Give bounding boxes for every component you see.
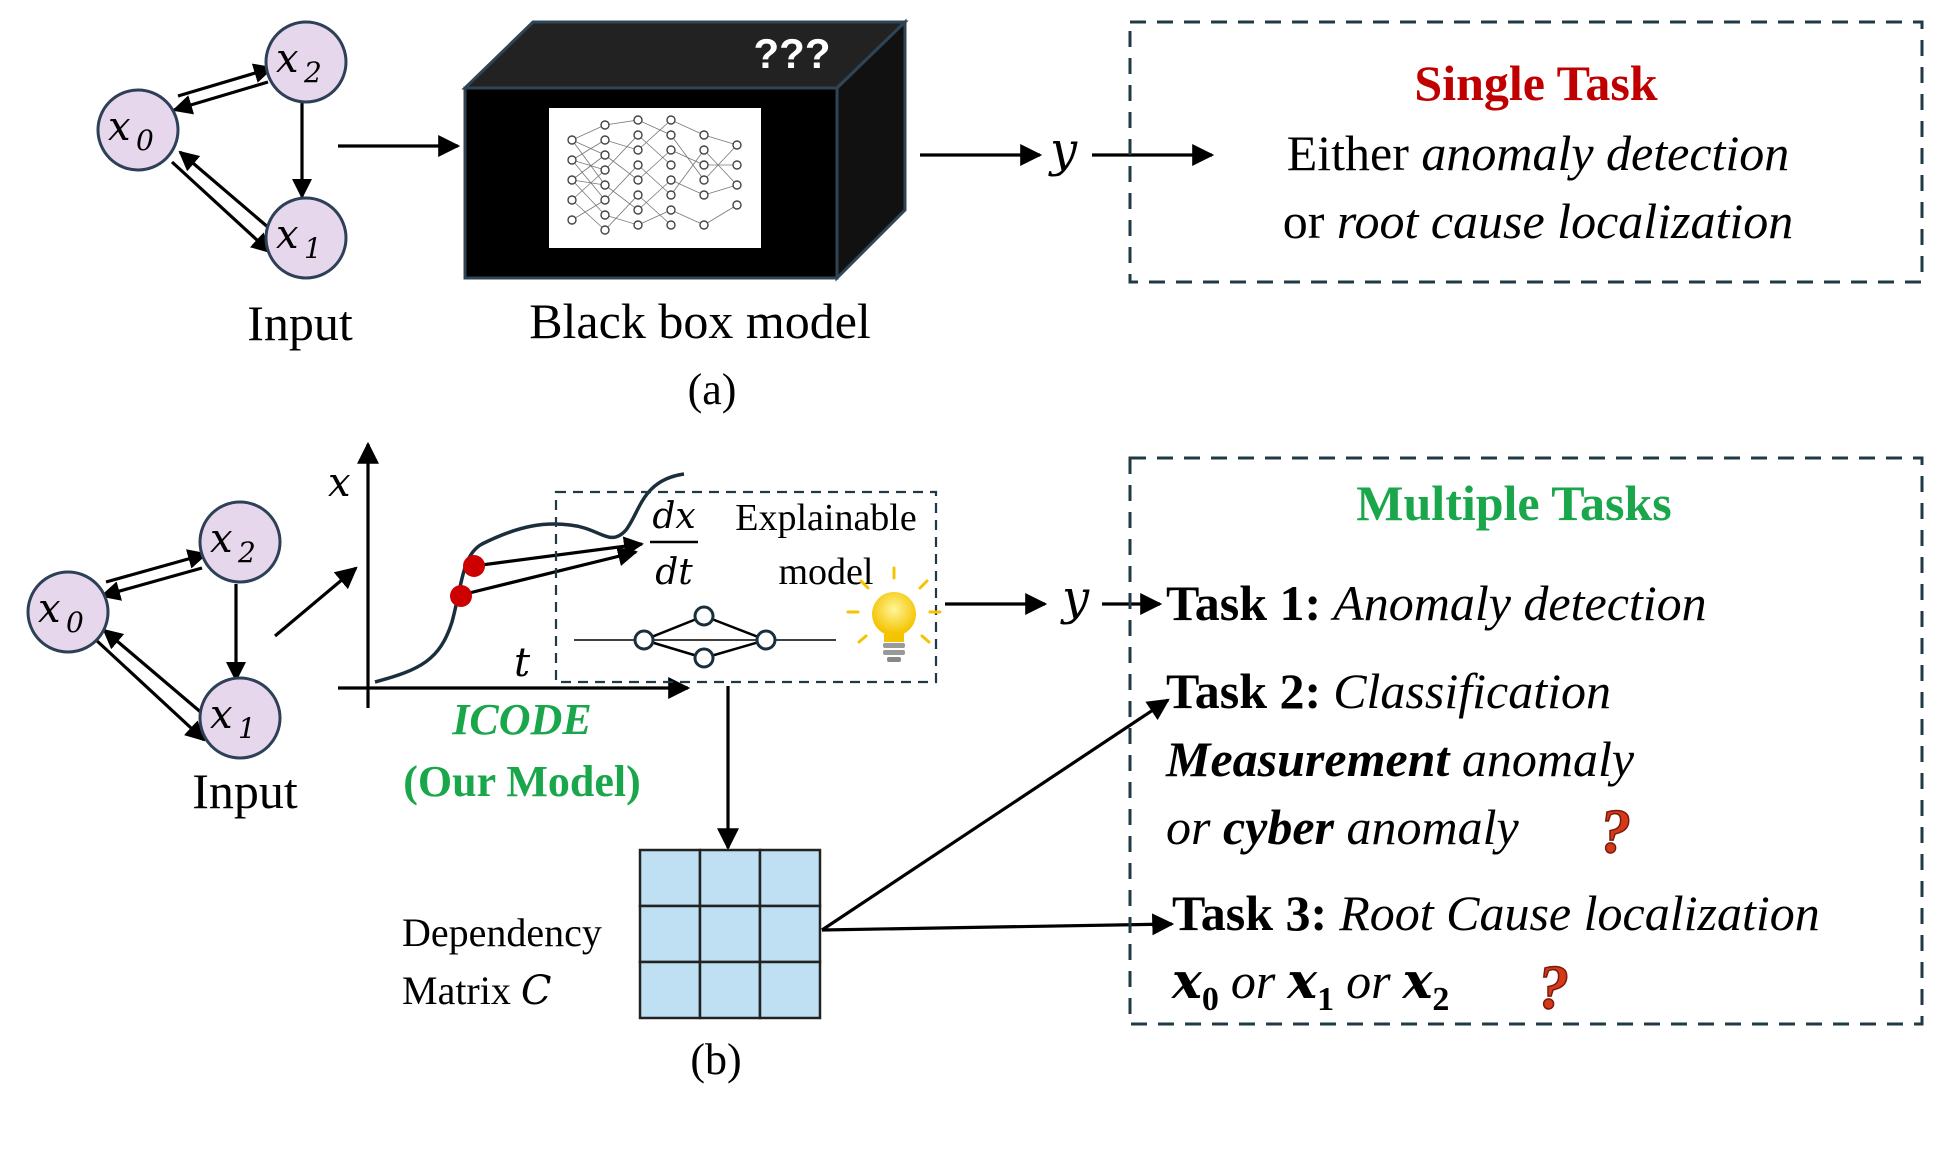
svg-text:x: x — [276, 36, 299, 82]
task2-line: Task 2:Classification — [1166, 663, 1611, 719]
trajectory-curve — [374, 472, 685, 684]
input-label-b: Input — [192, 763, 298, 819]
edge-x1-to-x0-b — [102, 628, 212, 722]
arrow-input-to-icode — [273, 566, 358, 638]
svg-text:0: 0 — [66, 606, 84, 639]
plot-y-label: x — [328, 460, 351, 506]
single-task-line1: Either anomaly detection — [1287, 125, 1790, 181]
edge-x0-to-x2-b — [105, 549, 208, 584]
svg-text:x: x — [210, 516, 233, 562]
task2-line3: or cyber anomaly — [1166, 799, 1520, 855]
single-task-line2: or root cause localization — [1283, 193, 1794, 249]
small-network-icon — [574, 605, 836, 669]
graph-node-x2-b: x 2 — [198, 500, 282, 584]
arrow-matrix-to-task3 — [821, 913, 1175, 936]
sample-point-2 — [450, 585, 472, 607]
svg-text:1: 1 — [304, 232, 322, 265]
arrow-matrix-to-task2 — [821, 698, 1170, 932]
output-y-a: y — [1048, 122, 1078, 178]
edge-x0-to-x2 — [177, 63, 274, 98]
input-graph-a-edges — [170, 63, 312, 254]
neural-network-icon — [549, 108, 761, 248]
derivative-arrow-2 — [460, 546, 638, 597]
input-label-a: Input — [247, 295, 353, 351]
explainable-label-line2: model — [779, 551, 874, 593]
graph-node-x0: x 0 — [96, 88, 180, 172]
plot-x-label: t — [514, 640, 531, 686]
graph-node-x2: x 2 — [264, 20, 348, 104]
multiple-tasks-title: Multiple Tasks — [1356, 475, 1671, 531]
part-b: x 0 x 2 x 1 Input x t — [26, 441, 1924, 1084]
matrix-label-line1: Dependency — [402, 910, 602, 955]
single-task-title: Single Task — [1414, 55, 1657, 111]
question-mark-icon: ? — [1600, 798, 1631, 866]
caption-a: (a) — [688, 365, 737, 414]
blackbox-label: Black box model — [529, 293, 871, 349]
graph-node-x1-b: x 1 — [198, 676, 282, 760]
explainable-model-box: dx dt Explainable model — [554, 490, 942, 684]
multiple-tasks-box: Multiple Tasks Task 1:Anomaly detection … — [1128, 456, 1924, 1026]
part-a: x 0 x 2 x 1 Input ??? — [96, 18, 1924, 414]
derivative-numerator: dx — [652, 496, 695, 537]
model-subtitle: (Our Model) — [403, 757, 641, 806]
caption-b: (b) — [690, 1035, 741, 1084]
svg-text:2: 2 — [237, 536, 256, 569]
svg-text:1: 1 — [238, 712, 256, 745]
graph-node-x1: x 1 — [264, 196, 348, 280]
edge-x0-to-x1-b — [94, 638, 206, 742]
edge-x2-to-x0 — [172, 80, 269, 115]
edge-x1-to-x0 — [178, 150, 278, 236]
svg-text:x: x — [108, 104, 131, 150]
blackbox-badge: ??? — [754, 30, 831, 77]
edge-x2-to-x0-b — [100, 566, 203, 601]
graph-node-x0-b: x 0 — [26, 570, 110, 654]
black-box-model: ??? — [461, 18, 909, 282]
task3-line: Task 3:Root Cause localization — [1172, 885, 1820, 941]
dependency-matrix — [638, 848, 822, 1020]
input-graph-b-edges — [94, 549, 246, 742]
sample-point-1 — [463, 555, 485, 577]
task2-line2: Measurement anomaly — [1165, 731, 1635, 787]
single-task-box: Single Task Either anomaly detection or … — [1128, 20, 1924, 284]
svg-text:0: 0 — [136, 124, 154, 157]
svg-text:2: 2 — [303, 56, 322, 89]
svg-text:x: x — [38, 586, 61, 632]
task1-line: Task 1:Anomaly detection — [1166, 575, 1707, 631]
question-mark-icon: ? — [1538, 954, 1569, 1022]
svg-text:x: x — [276, 212, 299, 258]
output-y-b: y — [1060, 570, 1090, 626]
explainable-label-line1: Explainable — [735, 497, 916, 539]
derivative-denominator: dt — [655, 552, 693, 593]
model-name: ICODE — [451, 695, 591, 744]
derivative-arrow-1 — [473, 536, 644, 568]
trajectory-plot: x t — [328, 441, 691, 708]
edge-x0-to-x1 — [170, 160, 272, 254]
svg-text:x: x — [210, 692, 233, 738]
lightbulb-icon — [846, 566, 942, 662]
